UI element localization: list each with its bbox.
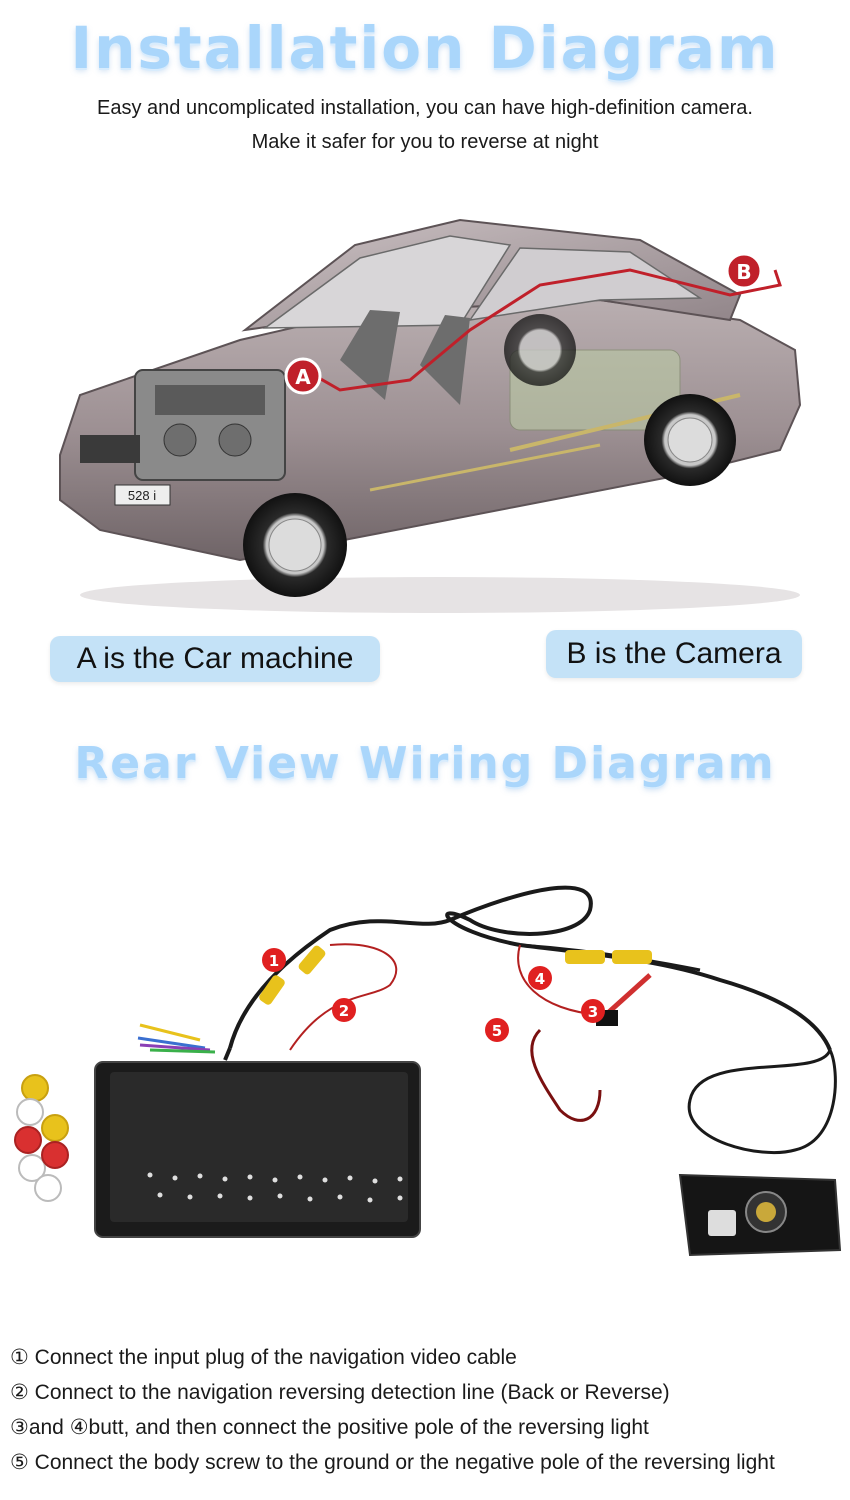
instruction-step-4: ⑤ Connect the body screw to the ground o… [10,1451,775,1474]
subtitle-line-2: Make it safer for you to reverse at nigh… [251,131,599,153]
marker-b: B [725,252,763,290]
wiring-diagram-title: Rear View Wiring Diagram [74,738,776,789]
car-cutaway-illustration: 528 i A B [59,218,802,613]
svg-text:5: 5 [492,1022,502,1040]
instruction-step-2: ② Connect to the navigation reversing de… [10,1381,670,1404]
svg-text:4: 4 [535,970,545,988]
subtitle-line-1: Easy and uncomplicated installation, you… [97,97,753,119]
wiring-photo: 1 2 3 4 5 [14,885,842,1257]
head-unit-screen [94,1061,421,1238]
page-title: Installation Diagram [70,14,780,82]
instruction-step-3: ③and ④butt, and then connect the positiv… [10,1416,649,1439]
legend-a-label: A is the Car machine [50,636,380,682]
wiring-marker-5: 5 [485,1018,509,1042]
legend-b-label: B is the Camera [546,630,802,678]
svg-text:A: A [295,365,311,389]
svg-text:3: 3 [588,1003,598,1021]
wiring-marker-3: 3 [581,999,605,1023]
svg-text:1: 1 [269,952,279,970]
svg-text:2: 2 [339,1002,349,1020]
reverse-camera [678,1173,842,1257]
marker-a: A [284,357,322,395]
wiring-marker-1: 1 [262,948,286,972]
instruction-step-1: ① Connect the input plug of the navigati… [10,1346,517,1369]
wiring-marker-2: 2 [332,998,356,1022]
instruction-list: ① Connect the input plug of the navigati… [10,1340,850,1480]
license-plate-text: 528 i [128,488,156,503]
svg-text:B: B [736,260,751,284]
wiring-marker-4: 4 [528,966,552,990]
